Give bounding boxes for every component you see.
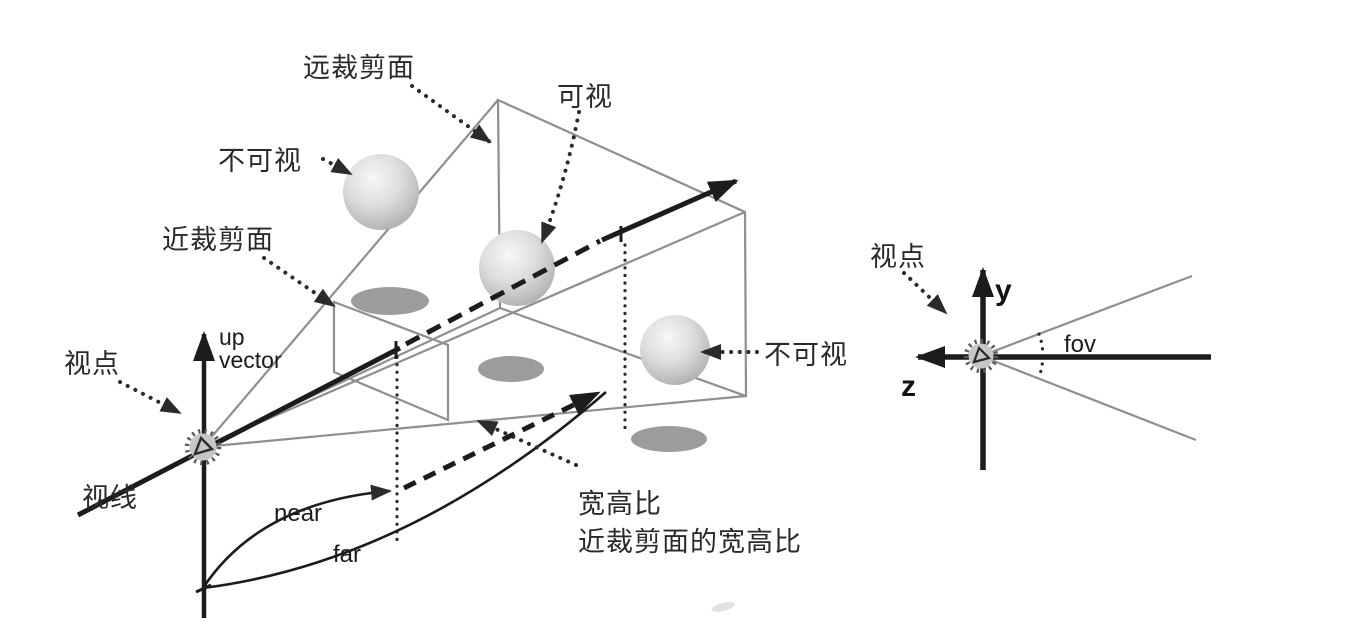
- fov-eye-label: 视点: [870, 242, 926, 272]
- fov-eye-icon: [963, 338, 999, 374]
- leader-invisible-top: [321, 157, 353, 176]
- sphere-visible: [479, 230, 555, 306]
- up-vector-label-line1: up: [219, 324, 245, 350]
- fov-label: fov: [1064, 331, 1096, 358]
- leader-fov-eye: [902, 271, 948, 315]
- eye-ray-top-right: [202, 210, 746, 449]
- sight-line-solid: [76, 345, 402, 518]
- invisible-right-label: 不可视: [764, 340, 848, 370]
- far-label: far: [333, 541, 361, 568]
- z-axis-label: z: [901, 370, 916, 403]
- near-distance-curve: [201, 484, 392, 589]
- shadow-ellipse-center: [478, 356, 544, 382]
- view-frustum-diagram: 远裁剪面 可视 不可视 近裁剪面 不可视 视点 视线 up vector nea…: [64, 53, 848, 618]
- eye-icon: [184, 428, 222, 466]
- eye-ray-bottom-right: [202, 394, 747, 449]
- sight-line-label: 视线: [82, 483, 138, 513]
- fov-ray-upper: [980, 274, 1193, 358]
- far-distance-curve: [202, 391, 607, 590]
- eye-ray-top-left: [202, 99, 499, 448]
- sphere-invisible-right: [640, 315, 710, 385]
- leader-visible: [540, 110, 581, 244]
- aspect-ratio-label: 宽高比: [578, 489, 662, 519]
- sight-line-dashed: [404, 238, 602, 347]
- print-artifact: [711, 602, 735, 612]
- near-clipping-plane: [332, 300, 450, 422]
- up-vector-label-line2: vector: [219, 347, 282, 373]
- leader-near-plane: [262, 256, 336, 308]
- near-plane-label: 近裁剪面: [162, 225, 274, 255]
- far-plane-label: 远裁剪面: [303, 53, 415, 83]
- fov-side-diagram: 视点 y z fov: [870, 242, 1211, 470]
- leader-aspect-ratio: [476, 419, 578, 467]
- shadow-ellipse-top: [351, 287, 429, 315]
- ground-diagonal-dashed: [402, 390, 601, 491]
- sphere-invisible-top: [343, 154, 419, 230]
- fov-ray-lower: [980, 354, 1197, 442]
- sight-line-arrow: [600, 178, 739, 243]
- eye-label: 视点: [64, 349, 120, 379]
- leader-far-plane: [410, 84, 492, 144]
- near-label: near: [274, 500, 322, 527]
- y-axis-label: y: [995, 274, 1012, 307]
- visible-label: 可视: [557, 82, 613, 112]
- invisible-top-label: 不可视: [218, 146, 302, 176]
- aspect-ratio-sub-label: 近裁剪面的宽高比: [578, 527, 802, 557]
- leader-eye: [118, 380, 182, 415]
- shadow-ellipse-right: [631, 426, 707, 452]
